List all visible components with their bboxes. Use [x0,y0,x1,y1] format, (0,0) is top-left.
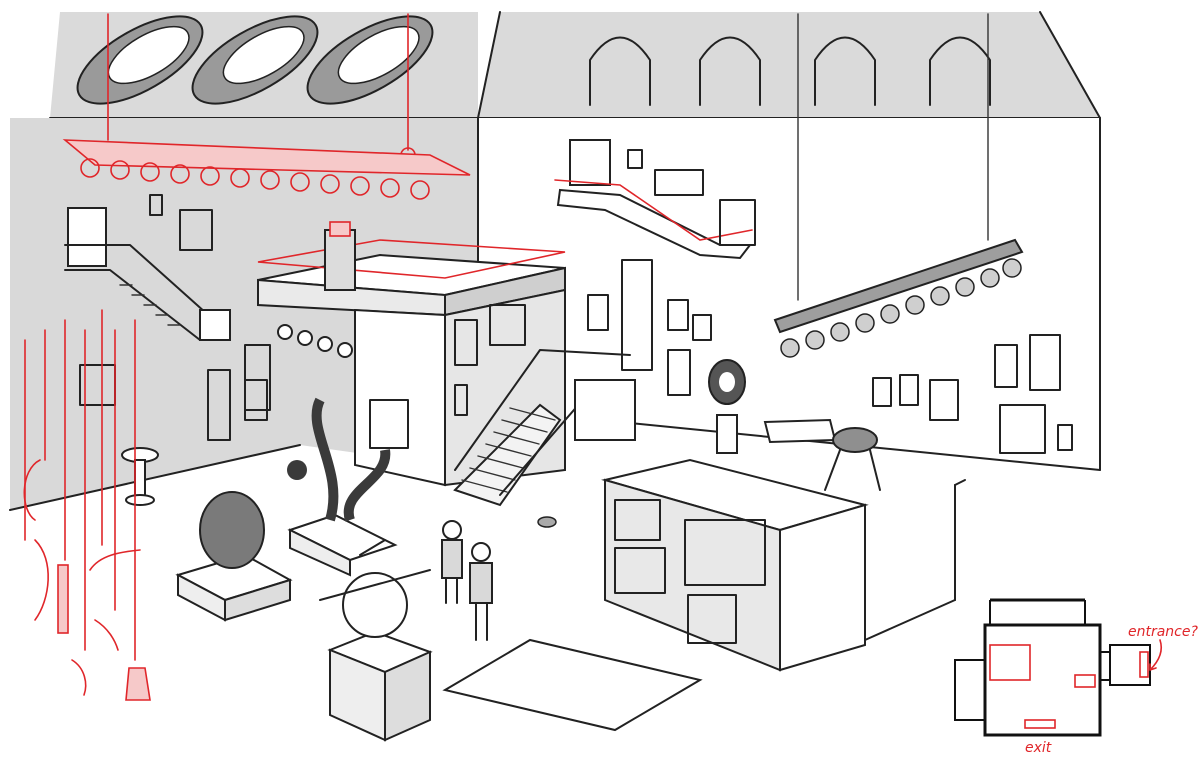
floor-rug [442,638,703,732]
entrance-label: entrance? [1128,624,1198,640]
bench [763,418,837,444]
sphere-sculpture [319,539,433,742]
left-wall-staircase [64,207,231,341]
right-partitions [864,479,966,641]
central-mezzanine [257,221,566,487]
right-lighting-truss [773,13,1024,358]
visitor-figures [441,516,557,641]
chair [824,427,881,491]
display-box [601,458,869,672]
upper-right-staircase [554,139,756,260]
back-wall-frames [587,259,1073,454]
floor-plan [954,598,1163,737]
skylights-left [76,15,434,105]
red-lighting-truss [62,13,471,200]
red-mobile-pieces [23,309,151,701]
central-staircase [453,349,636,507]
leaf-sculpture [175,491,293,622]
spiral-sculpture [708,359,746,454]
mezzanine-spotlights [277,324,353,358]
exit-label: exit [1025,740,1052,756]
